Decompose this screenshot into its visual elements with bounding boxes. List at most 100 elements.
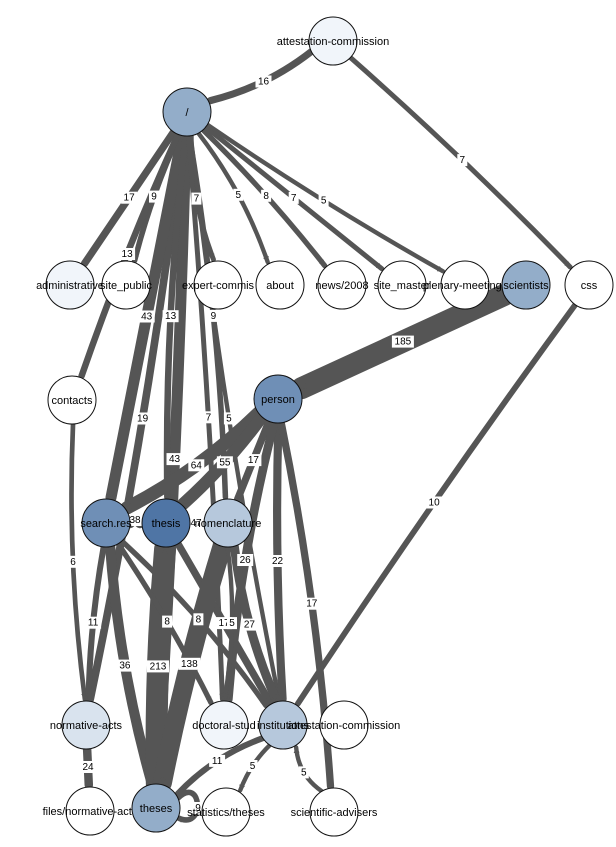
edge-label-background <box>247 760 258 772</box>
node-scientific-advisers[interactable]: scientific-advisers <box>291 787 378 837</box>
edge-label-background <box>138 310 155 323</box>
edge-label-background <box>298 766 309 779</box>
node-expert-commis[interactable]: expert-commis <box>182 260 255 310</box>
node-label: attestation-commission <box>277 36 390 48</box>
node-label: plenary-meetings <box>423 280 508 292</box>
node-css[interactable]: css <box>564 260 614 310</box>
node-site_master[interactable]: site_master <box>374 260 431 310</box>
node-circle[interactable] <box>203 498 253 548</box>
edge-weight-label: 55 <box>219 457 231 468</box>
edge-weight-label: 7 <box>460 155 466 166</box>
edge-weight-label: 13 <box>122 249 134 260</box>
edge-weight-label: 64 <box>191 460 203 471</box>
node-circle[interactable] <box>81 498 131 548</box>
edge-label-background <box>166 453 183 466</box>
edge-weight-label: 5 <box>250 761 256 772</box>
node-label: doctoral-stud <box>192 720 256 732</box>
node-circle[interactable] <box>101 260 151 310</box>
node-scientists[interactable]: scientists <box>501 260 551 310</box>
edge-label-background <box>149 190 159 203</box>
node-site_public[interactable]: site_public <box>100 260 152 310</box>
edge-label-background <box>261 189 272 202</box>
node-theses[interactable]: theses <box>131 783 181 833</box>
node-plenary-meetings[interactable]: plenary-meetings <box>423 260 508 310</box>
node-label: person <box>261 394 295 406</box>
edge-weight-label: 5 <box>236 190 242 201</box>
node-circle[interactable] <box>255 260 305 310</box>
edge-label-background <box>203 411 214 424</box>
edge-label-background <box>255 75 272 88</box>
node-nomenclature[interactable]: nomenclature <box>195 498 262 548</box>
edge-weight-label: 19 <box>137 414 149 425</box>
nodes-layer: attestation-commission/administrativesit… <box>36 16 614 837</box>
edge-weight-label: 138 <box>181 659 198 670</box>
node-circle[interactable] <box>319 700 369 750</box>
node-circle[interactable] <box>501 260 551 310</box>
edge-weight-label: 11 <box>88 618 99 629</box>
node-circle[interactable] <box>377 260 427 310</box>
edge-weight-label: 6 <box>70 557 76 568</box>
node-circle[interactable] <box>199 700 249 750</box>
node-label: / <box>185 107 189 119</box>
edge-weight-label: 17 <box>218 618 230 629</box>
node-doctoral-stud[interactable]: doctoral-stud <box>192 700 256 750</box>
edge-weight-label: 8 <box>263 191 269 202</box>
node-contacts[interactable]: contacts <box>47 375 97 425</box>
node-files-normative-acts[interactable]: files/normative-acts <box>43 786 138 836</box>
node-circle[interactable] <box>317 260 367 310</box>
node-person[interactable]: person <box>253 374 303 424</box>
node-circle[interactable] <box>309 787 359 837</box>
node-circle[interactable] <box>440 260 490 310</box>
node-circle[interactable] <box>253 374 303 424</box>
edge-weight-label: 9 <box>195 803 201 814</box>
node-circle[interactable] <box>45 260 95 310</box>
node-circle[interactable] <box>564 260 614 310</box>
edge-weight-label: 7 <box>206 412 212 423</box>
edge-label-background <box>162 615 173 628</box>
node-circle[interactable] <box>201 787 251 837</box>
edge-label-background <box>426 496 443 509</box>
edge-label-background <box>245 454 262 467</box>
node-statistics-theses[interactable]: statistics/theses <box>187 787 265 837</box>
edge-label-background <box>269 555 286 567</box>
edge-weight-label: 43 <box>169 454 181 465</box>
edge-label-background <box>134 412 151 425</box>
edge-weight-label: 213 <box>150 661 167 672</box>
edge-weight-label: 27 <box>244 620 256 631</box>
node-circle[interactable] <box>308 16 358 66</box>
node-search-res[interactable]: search.res <box>80 498 132 548</box>
node-label: attestation-commission <box>288 720 401 732</box>
node-attestation-commission[interactable]: attestation-commission <box>277 16 390 66</box>
node-normative-acts[interactable]: normative-acts <box>50 700 123 750</box>
node-circle[interactable] <box>162 87 212 137</box>
edge-weight-label: 26 <box>240 555 252 566</box>
node-circle[interactable] <box>131 783 181 833</box>
node-administrative[interactable]: administrative <box>36 260 104 310</box>
node-circle[interactable] <box>61 700 111 750</box>
node-label: about <box>266 280 294 292</box>
node-about[interactable]: about <box>255 260 305 310</box>
node-label: statistics/theses <box>187 807 265 819</box>
node-circle[interactable] <box>47 375 97 425</box>
node-circle[interactable] <box>193 260 243 310</box>
edge-weight-label: 7 <box>194 194 200 205</box>
node-label: administrative <box>36 280 104 292</box>
node-root[interactable]: / <box>162 87 212 137</box>
node-circle[interactable] <box>258 700 308 750</box>
edge-label-background <box>147 660 169 673</box>
node-circle[interactable] <box>141 498 191 548</box>
edge-label-background <box>193 802 203 814</box>
node-label: news/2008 <box>315 280 368 292</box>
node-news2008[interactable]: news/2008 <box>315 260 369 310</box>
edge-weight-label: 9 <box>151 192 157 203</box>
edge-label-background <box>318 194 329 207</box>
edge-weight-label: 17 <box>306 599 318 610</box>
node-attestation-commission-2[interactable]: attestation-commission <box>288 700 401 750</box>
node-institutions[interactable]: institutions <box>257 700 309 750</box>
edge-label-background <box>178 657 201 670</box>
edge-weight-label: 5 <box>321 196 327 207</box>
node-thesis[interactable]: thesis <box>141 498 191 548</box>
node-circle[interactable] <box>65 786 115 836</box>
edge-weight-label: 5 <box>301 767 307 778</box>
edge-weight-label: 36 <box>119 661 131 672</box>
